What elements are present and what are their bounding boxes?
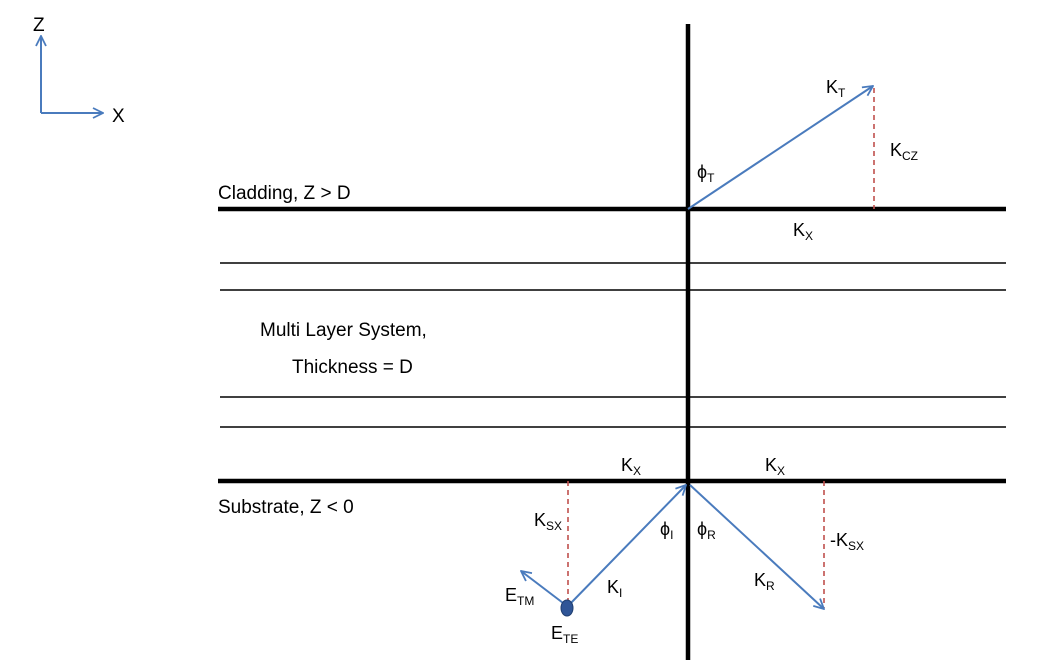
kr-label: KR [754, 570, 775, 593]
substrate-label: Substrate, Z < 0 [218, 497, 354, 518]
phi-i-label: ϕI [660, 519, 673, 542]
kr-vector-arrow [689, 484, 824, 609]
kt-label: KT [826, 77, 846, 100]
ete-label: ETE [551, 623, 578, 646]
multilayer-label-line1: Multi Layer System, [260, 320, 427, 341]
kx-left-label: KX [621, 455, 641, 478]
ki-vector-arrow [567, 485, 686, 607]
kx-right-label: KX [765, 455, 785, 478]
ki-label: KI [607, 577, 622, 600]
phi-t-label: ϕT [697, 162, 715, 185]
cladding-label: Cladding, Z > D [218, 183, 351, 204]
axes-legend: Z X [33, 15, 125, 127]
z-axis-label: Z [33, 15, 45, 36]
ksx-label: KSX [534, 510, 562, 533]
x-axis-label: X [112, 106, 125, 127]
kt-vector-arrow [687, 86, 873, 210]
etm-label: ETM [505, 585, 534, 608]
phi-r-label: ϕR [697, 519, 716, 542]
kcz-label: KCZ [890, 140, 918, 163]
neg-ksx-label: -KSX [830, 530, 864, 553]
multilayer-label-line2: Thickness = D [292, 357, 413, 378]
kx-top-label: KX [793, 220, 813, 243]
ete-dot [560, 599, 574, 617]
etm-vector-arrow [521, 571, 568, 607]
